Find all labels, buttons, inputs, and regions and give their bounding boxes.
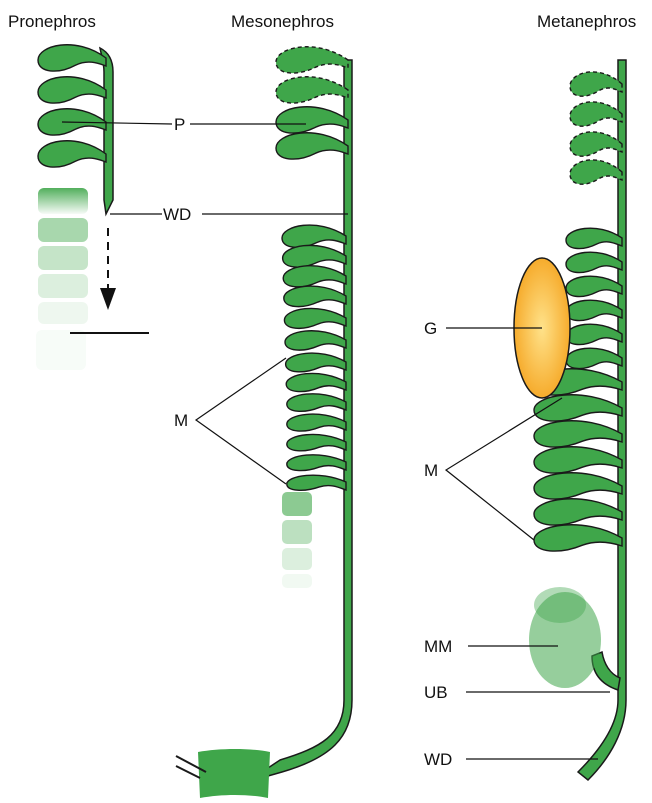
- pronephros-structure: [36, 45, 149, 370]
- metanephros-tubule: [534, 473, 622, 499]
- metanephros-tubule: [566, 324, 622, 344]
- label-wd-top: WD: [163, 205, 191, 224]
- metanephros-cranial-tubule: [570, 160, 622, 184]
- mesonephros-lower-tubules: [282, 225, 346, 490]
- pronephric-tubule: [38, 141, 106, 167]
- mesonephric-cranial-tubule: [276, 133, 348, 159]
- mesonephric-tubule: [284, 308, 346, 328]
- pronephric-tubule: [38, 77, 106, 103]
- metanephros-tubule: [534, 525, 622, 551]
- metanephros-title: Metanephros: [537, 12, 636, 31]
- mesonephric-tubule: [287, 434, 346, 450]
- metanephric-mesenchyme: [529, 587, 601, 688]
- pronephros-degenerating-tubules: [36, 188, 88, 370]
- pronephric-tubule: [38, 45, 106, 71]
- mesonephros-degenerating-tubules: [282, 492, 312, 588]
- metanephros-tubule: [534, 421, 622, 447]
- metanephros-tubule: [534, 499, 622, 525]
- mesonephros-title: Mesonephros: [231, 12, 334, 31]
- metanephros-tubule: [534, 447, 622, 473]
- metanephros-cranial-tubule: [570, 72, 622, 96]
- mesonephric-cranial-tubule: [276, 77, 348, 103]
- mesonephric-tubule: [287, 455, 346, 471]
- mesonephric-cranial-tubule: [276, 47, 348, 73]
- metanephros-tubule: [566, 300, 622, 320]
- metanephros-tubule: [534, 395, 622, 421]
- pronephros-tubules: [38, 45, 106, 167]
- metanephros-cranial-tubule: [570, 102, 622, 126]
- pronephros-title: Pronephros: [8, 12, 96, 31]
- label-ub: UB: [424, 683, 448, 702]
- mesonephric-tubule: [286, 353, 346, 372]
- regression-arrow-head: [100, 288, 116, 310]
- mesonephric-tubule: [283, 245, 346, 267]
- mesonephric-tubule: [284, 286, 346, 307]
- mesonephric-tubule: [283, 266, 346, 287]
- label-p: P: [174, 115, 185, 134]
- mesonephric-tubule: [285, 331, 346, 350]
- cloaca: [198, 749, 270, 798]
- metanephros-upper-tubules: [570, 72, 622, 184]
- metanephros-tubule: [566, 228, 622, 248]
- pronephric-duct: [100, 48, 113, 214]
- label-mm: MM: [424, 637, 452, 656]
- label-m-metanephros: M: [424, 461, 438, 480]
- metanephros-tubule: [566, 276, 622, 296]
- metanephros-tubule: [566, 348, 622, 368]
- mesonephric-tubule: [287, 475, 346, 490]
- metanephros-structure: [514, 60, 626, 780]
- label-m-mesonephros: M: [174, 411, 188, 430]
- mesonephric-tubule: [287, 414, 346, 431]
- mesonephric-tubule: [287, 394, 346, 412]
- label-g: G: [424, 319, 437, 338]
- mesonephros-upper-tubules: [276, 47, 348, 159]
- metanephros-cranial-tubule: [570, 132, 622, 156]
- mesonephric-tubule: [282, 225, 346, 247]
- mesonephric-tubule: [286, 373, 346, 391]
- label-wd-bottom: WD: [424, 750, 452, 769]
- mesonephric-cranial-tubule: [276, 107, 348, 133]
- metanephros-tubule: [566, 252, 622, 272]
- mesonephros-structure: [176, 47, 352, 798]
